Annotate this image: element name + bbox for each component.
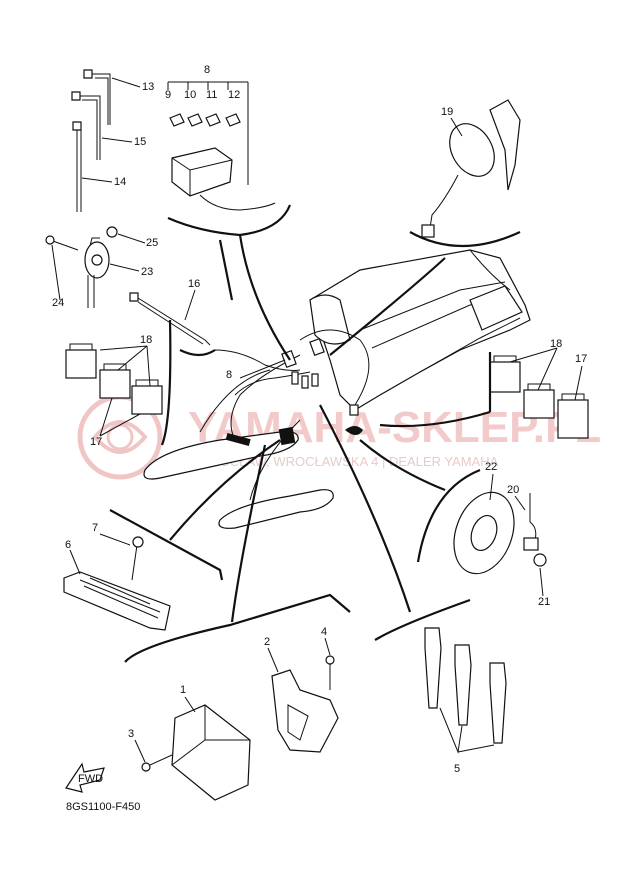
callout-5: 5 [454,763,460,775]
relays-right [489,355,589,439]
callout-17-right: 17 [575,353,587,365]
callout-15: 15 [134,136,146,148]
plug-caps [424,627,507,754]
leader-lines [109,204,521,663]
snowmobile-body [309,249,531,411]
callout-18: 18 [140,334,152,346]
sensor-assembly [45,226,118,308]
callout-4: 4 [321,626,327,638]
callout-17: 17 [90,436,102,448]
callout-14: 14 [114,176,126,188]
callout-1: 1 [180,684,186,696]
sensor-disc [453,491,547,575]
callout-11: 11 [206,89,217,101]
callout-ticks [51,77,583,763]
callout-23: 23 [141,266,153,278]
fuse-box [167,81,276,211]
callout-24: 24 [52,297,64,309]
callout-13: 13 [142,81,154,93]
callout-10: 10 [184,89,196,101]
diagram-code: 8GS1100-F450 [66,801,140,813]
callout-7: 7 [92,522,98,534]
callout-3: 3 [128,728,134,740]
callout-20: 20 [507,484,519,496]
rectifier [63,536,171,631]
cable-ties [71,69,111,212]
callout-21: 21 [538,596,550,608]
key-switch [421,99,521,238]
callout-8-harness: 8 [226,369,232,381]
callout-12: 12 [228,89,240,101]
fwd-arrow-icon: FWD [65,762,105,793]
callout-16: 16 [188,278,200,290]
callout-18-right: 18 [550,338,562,350]
relays-left [65,343,163,415]
callout-19: 19 [441,106,453,118]
callout-25: 25 [146,237,158,249]
callout-9: 9 [165,89,171,101]
callout-numbers: 1 2 3 4 5 6 7 8 9 10 11 12 13 14 15 16 1… [52,64,587,775]
ecu-assembly [141,655,339,801]
callout-6: 6 [65,539,71,551]
callout-8: 8 [204,64,210,76]
fwd-label: FWD [78,773,103,785]
callout-2: 2 [264,636,270,648]
skis [143,369,334,529]
callout-22: 22 [485,461,497,473]
